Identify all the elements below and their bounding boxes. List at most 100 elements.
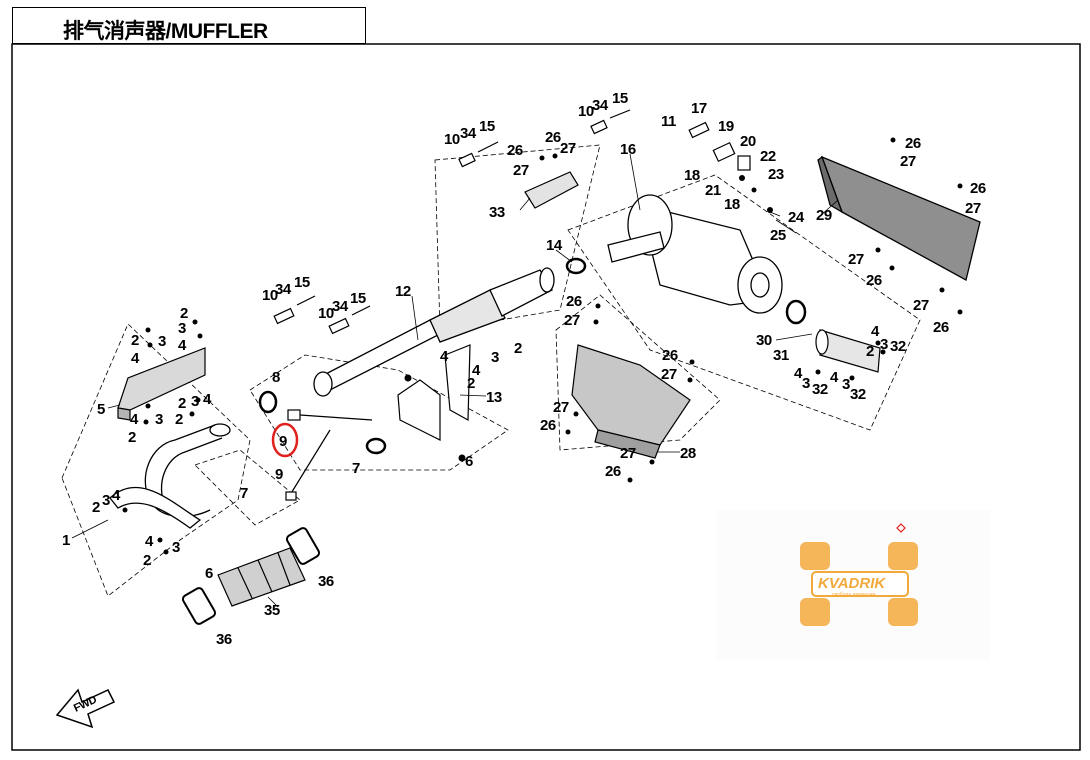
callout-21: 21: [705, 182, 721, 199]
callout-26g: 26: [566, 293, 582, 310]
callout-15b: 15: [350, 290, 366, 307]
kvadrik-watermark: KVADRIK свобода движения: [716, 510, 990, 660]
callout-22: 22: [760, 148, 776, 165]
callout-4b: 4: [131, 350, 140, 367]
callout-34b: 34: [332, 298, 349, 315]
tail-pipe-31: [815, 329, 881, 373]
callout-3f: 3: [102, 492, 110, 509]
callout-9b: 9: [275, 466, 283, 483]
watermark-tagline: свобода движения: [832, 592, 876, 598]
fasteners: [122, 137, 963, 555]
callout-36: 36: [318, 573, 334, 590]
callout-35: 35: [264, 602, 280, 619]
front-pipe-12: [313, 267, 555, 397]
callout-2i: 2: [467, 375, 475, 392]
callout-30: 30: [756, 332, 772, 349]
callout-4l: 4: [830, 369, 839, 386]
callout-26j: 26: [605, 463, 621, 480]
callout-31: 31: [773, 347, 789, 364]
callout-4h: 4: [440, 348, 449, 365]
callout-26e: 26: [866, 272, 882, 289]
callout-3l: 3: [842, 376, 850, 393]
callout-36b: 36: [216, 631, 232, 648]
callout-4k: 4: [794, 365, 803, 382]
callout-27: 27: [560, 140, 576, 157]
callout-18: 18: [684, 167, 700, 184]
callout-16: 16: [620, 141, 636, 158]
gasket-14: [565, 257, 587, 275]
watermark-brand: KVADRIK: [818, 575, 886, 592]
header-pipe: [109, 423, 231, 529]
gasket-8: [258, 390, 278, 414]
callout-2h: 2: [514, 340, 522, 357]
callout-6: 6: [205, 565, 213, 582]
callout-34c: 34: [460, 125, 477, 142]
callout-32c: 32: [850, 386, 866, 403]
callout-32b: 32: [812, 381, 828, 398]
callout-32: 32: [890, 338, 906, 355]
title-box: 排气消声器/MUFFLER: [12, 7, 366, 44]
group-outline-16: [567, 174, 921, 431]
muffler-cover-29: [817, 155, 981, 281]
page-title: 排气消声器/MUFFLER: [63, 20, 268, 43]
callout-13: 13: [486, 389, 502, 406]
callout-2c: 2: [178, 395, 186, 412]
callout-8: 8: [272, 369, 280, 386]
callout-20: 20: [740, 133, 756, 150]
callout-34d: 34: [592, 97, 609, 114]
callout-3b: 3: [158, 333, 166, 350]
callout-25: 25: [770, 227, 786, 244]
callout-3j: 3: [880, 336, 888, 353]
callout-27d: 27: [965, 200, 981, 217]
callout-3g: 3: [172, 539, 180, 556]
heat-shield-35: [217, 547, 306, 607]
callout-17: 17: [691, 100, 707, 117]
callout-12: 12: [395, 283, 411, 300]
callout-11: 11: [661, 113, 676, 130]
callout-14: 14: [546, 237, 563, 254]
callout-34: 34: [275, 281, 292, 298]
callout-26c: 26: [905, 135, 921, 152]
callout-2j: 2: [866, 343, 874, 360]
callout-27i: 27: [553, 399, 569, 416]
callout-7: 7: [240, 485, 248, 502]
group-outline-12: [249, 354, 509, 471]
callout-10d: 10: [578, 103, 594, 120]
callout-27b: 27: [513, 162, 529, 179]
callout-10c: 10: [444, 131, 460, 148]
group-outline-1: [61, 323, 251, 597]
callout-28: 28: [680, 445, 696, 462]
callout-2b: 2: [131, 332, 139, 349]
callout-10: 10: [262, 287, 278, 304]
callout-15c: 15: [479, 118, 495, 135]
callout-3c: 3: [191, 393, 199, 410]
callout-3h: 3: [491, 349, 499, 366]
spring-bolts: [273, 109, 751, 335]
gasket-30: [785, 299, 807, 325]
callout-2f: 2: [92, 499, 100, 516]
callout-18b: 18: [724, 196, 740, 213]
highlight-ring-part-9: [271, 422, 299, 458]
heat-shield-5: [117, 347, 206, 421]
callout-27f: 27: [913, 297, 929, 314]
callout-26h: 26: [662, 347, 678, 364]
callout-6b: 6: [465, 453, 473, 470]
callout-2g: 2: [143, 552, 151, 569]
group-outline-33: [434, 144, 601, 331]
callout-26b: 26: [545, 129, 561, 146]
callout-4g: 4: [145, 533, 154, 550]
bracket-13: [397, 344, 471, 441]
callout-4j: 4: [871, 323, 880, 340]
callout-10b: 10: [318, 305, 334, 322]
callout-26: 26: [507, 142, 523, 159]
group-outline-28: [555, 294, 721, 451]
callout-19: 19: [718, 118, 734, 135]
callout-15: 15: [294, 274, 310, 291]
callout-4c: 4: [203, 391, 212, 408]
callout-24: 24: [788, 209, 805, 226]
callout-26i: 26: [540, 417, 556, 434]
callout-27e: 27: [848, 251, 864, 268]
callout-7b: 7: [352, 460, 360, 477]
gaskets-36: [181, 527, 321, 625]
